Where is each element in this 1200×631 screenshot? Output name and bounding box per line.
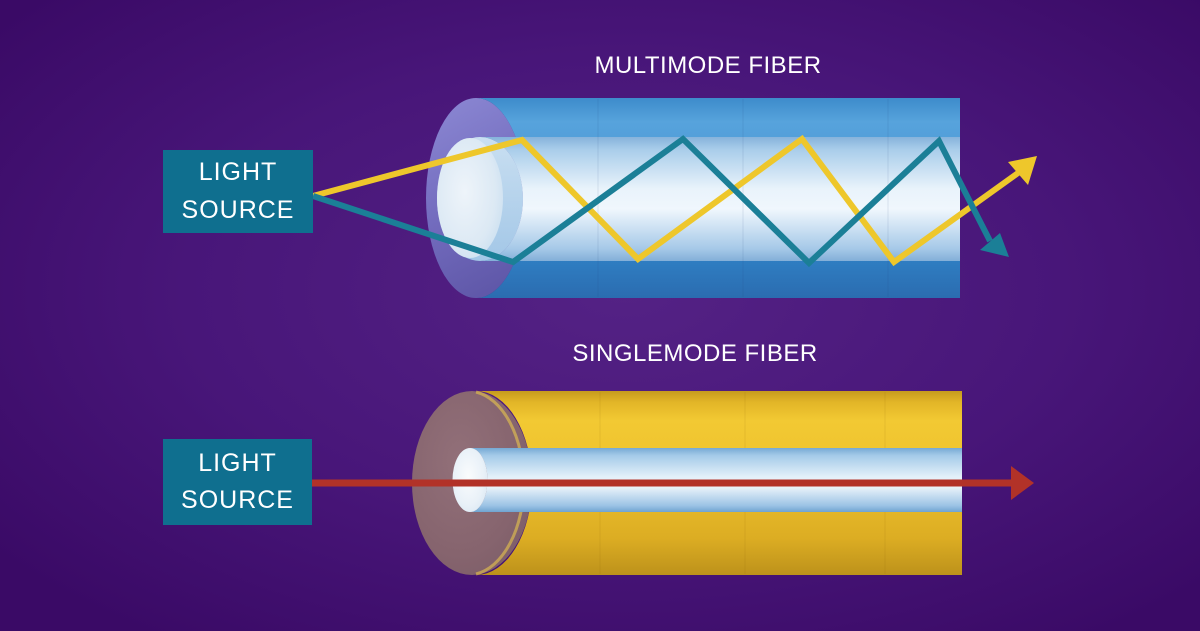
multimode-core-end-face (437, 138, 503, 258)
multimode-light-source-label-line2: SOURCE (181, 195, 295, 224)
multimode-ray-teal-arrowhead-icon (980, 233, 1009, 257)
multimode-ray-yellow-arrowhead-icon (1008, 156, 1037, 185)
multimode-light-source-box: LIGHT SOURCE (163, 150, 313, 233)
multimode-light-source-label-line1: LIGHT (198, 158, 278, 186)
singlemode-light-source-label-line2: SOURCE (181, 486, 294, 514)
multimode-title: MULTIMODE FIBER (594, 52, 822, 79)
multimode-ray-teal (312, 135, 993, 268)
singlemode-title: SINGLEMODE FIBER (572, 340, 818, 367)
singlemode-ray-red-arrowhead-icon (1011, 466, 1034, 500)
singlemode-light-source-box: LIGHT SOURCE (163, 439, 312, 525)
multimode-ray-yellow (312, 134, 1020, 267)
singlemode-light-source-label-line1: LIGHT (198, 448, 277, 477)
